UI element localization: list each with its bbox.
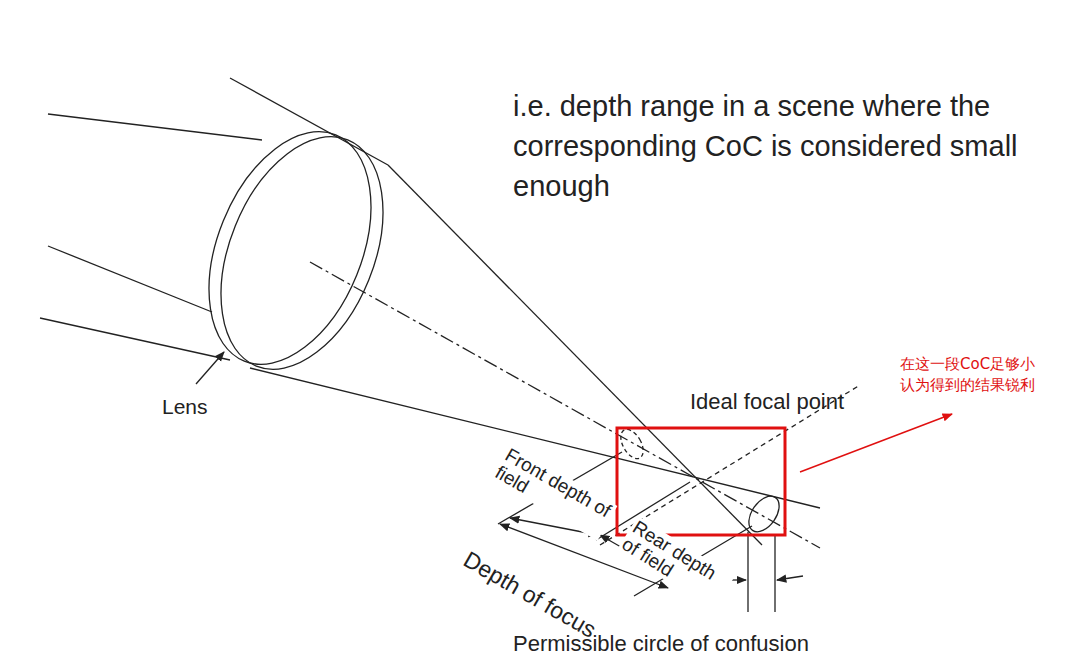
- heading-note: i.e. depth range in a scene where the co…: [513, 86, 1085, 206]
- annotation-note: 在这一段CoC足够小 认为得到的结果锐利: [900, 354, 1040, 396]
- dimension-label: Permissible circle of confusion: [513, 632, 809, 655]
- part-label: Lens: [162, 396, 208, 418]
- part-label: Ideal focal point: [690, 390, 844, 413]
- dimension-label: Depth of focus: [458, 546, 602, 643]
